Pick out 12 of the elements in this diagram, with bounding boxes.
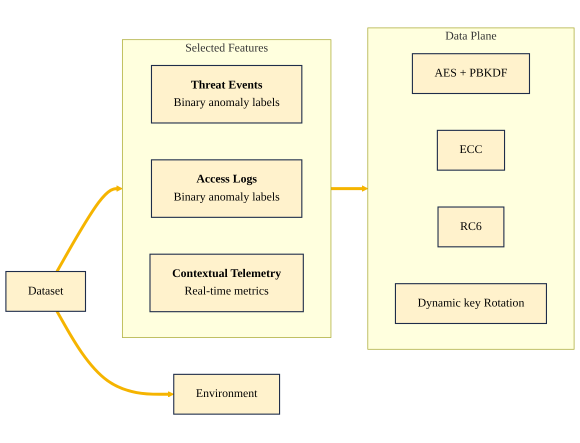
node-box: Threat Events Binary anomaly labels [150, 65, 302, 124]
node-box: Environment [173, 374, 280, 416]
node-box: Dataset [5, 271, 86, 312]
node-box: AES + PBKDF [412, 54, 530, 95]
arrow [56, 186, 123, 273]
node-box: ECC [436, 130, 506, 172]
arrow [56, 311, 174, 398]
arrow [330, 186, 368, 192]
node-box: Dynamic key Rotation [394, 284, 547, 324]
node-box: Access Logs Binary anomaly labels [150, 160, 302, 218]
node-box: Contextual Telemetry Real-time metrics [149, 254, 304, 313]
node-box: RC6 [437, 206, 504, 248]
